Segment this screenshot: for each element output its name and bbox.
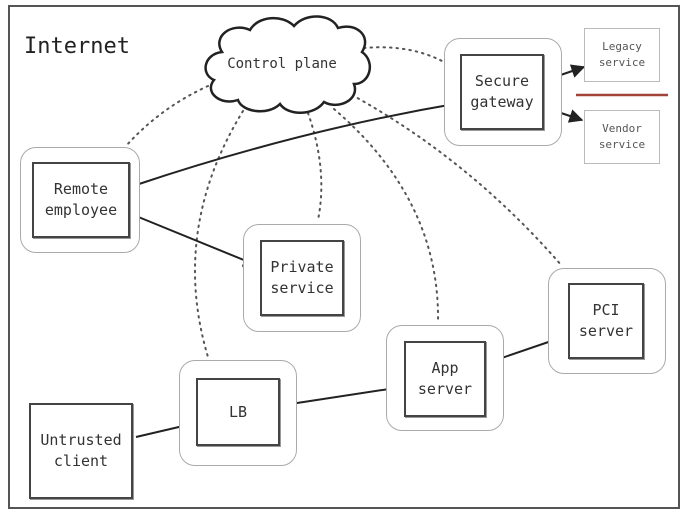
node-label: Private service	[270, 258, 334, 297]
node-label: Legacy service	[598, 40, 646, 69]
edge-cloud-private-service	[307, 112, 323, 221]
edge-lb-app-server	[283, 381, 404, 406]
node-pci-server[interactable]: PCI server	[568, 283, 644, 359]
node-private-service[interactable]: Private service	[260, 240, 344, 316]
node-lb[interactable]: LB	[196, 378, 280, 446]
edge-remote-employee-secure-gateway	[135, 98, 462, 186]
zone-label-internet: Internet	[24, 34, 130, 59]
node-vendor-service[interactable]: Vendor service	[584, 110, 660, 164]
edge-cloud-remote-employee	[125, 85, 209, 147]
node-label: Remote employee	[44, 180, 118, 219]
edge-remote-employee-private-service	[135, 215, 258, 267]
edge-cloud-secure-gateway	[363, 46, 445, 63]
control-plane-label: Control plane	[227, 56, 337, 72]
cloud-shape	[204, 15, 372, 114]
node-secure-gateway[interactable]: Secure gateway	[460, 54, 544, 130]
node-label: Secure gateway	[470, 72, 534, 111]
node-untrusted-client[interactable]: Untrusted client	[29, 403, 133, 499]
edge-cloud-pci-server	[351, 94, 563, 267]
node-legacy-service[interactable]: Legacy service	[584, 28, 660, 82]
node-label: App server	[417, 359, 473, 398]
node-label: Vendor service	[598, 122, 646, 151]
edge-cloud-app-server	[333, 108, 440, 323]
node-label: PCI server	[578, 301, 634, 340]
node-label: Untrusted client	[40, 431, 122, 470]
node-remote-employee[interactable]: Remote employee	[32, 162, 130, 238]
edge-cloud-lb	[194, 110, 244, 358]
node-label: LB	[228, 402, 248, 421]
node-app-server[interactable]: App server	[404, 341, 486, 417]
